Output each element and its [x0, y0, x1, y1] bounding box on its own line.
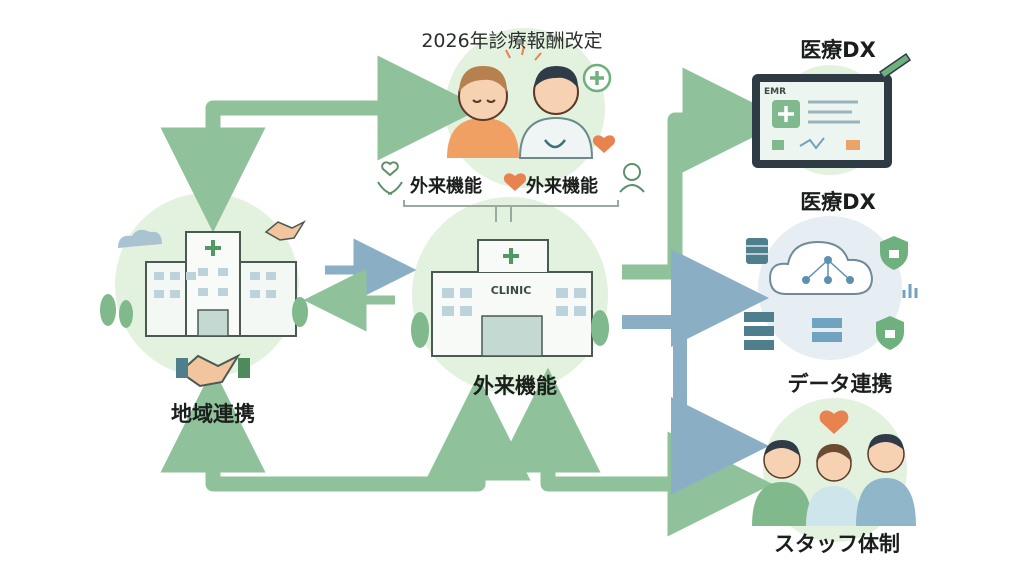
data-cooperation-label: データ連携 [787, 372, 893, 396]
server-icon-2 [812, 318, 842, 342]
person-icon [619, 163, 645, 193]
outpatient-function-label-left: 外来機能 [410, 176, 482, 197]
arrow-clinic-to-staff-blue [622, 315, 769, 495]
staff-illustration [752, 434, 916, 526]
clinic-building [431, 239, 593, 357]
medical-dx-label-top: 医療DX [800, 38, 876, 62]
arrow-top-left-loop [205, 55, 483, 182]
hands-heart-icon [377, 161, 403, 195]
handshake-icon-bottom [176, 353, 250, 388]
arrow-clinic-to-dx [622, 67, 788, 280]
shield-lock-icon-bottom [876, 316, 904, 350]
diagram-title: 2026年診療報酬改定 [421, 30, 603, 52]
cloud-network-illustration [768, 240, 874, 295]
staff-structure-label: スタッフ体制 [774, 532, 900, 556]
tree-icons-clinic [411, 310, 609, 348]
bracket-connector [403, 200, 619, 222]
heart-icon-top [592, 135, 616, 153]
clinic-sign: CLINIC [491, 284, 532, 297]
handshake-icon-top [264, 220, 307, 241]
tree-icons-left [100, 294, 308, 328]
hospital-building [145, 231, 297, 337]
outpatient-function-label-right: 外来機能 [526, 176, 598, 197]
emr-tablet-text: EMR [764, 87, 786, 97]
heart-icon-staff [819, 410, 849, 434]
shield-lock-icon-top [880, 236, 908, 270]
server-icon [744, 312, 774, 350]
patient-illustration [447, 66, 519, 158]
cloud-icon [118, 229, 162, 248]
doctor-illustration [518, 66, 594, 159]
bar-chart-icon [902, 284, 918, 298]
regional-cooperation-label: 地域連携 [171, 402, 255, 426]
heart-icon-middle [503, 173, 527, 191]
medical-dx-label-middle: 医療DX [800, 190, 876, 214]
outpatient-function-label-center: 外来機能 [473, 374, 557, 398]
database-icon [746, 238, 768, 264]
arrow-bottom-loop [205, 375, 531, 492]
spark-icon [505, 45, 542, 61]
emr-tablet-illustration [752, 52, 912, 168]
cross-badge-icon [582, 63, 612, 93]
